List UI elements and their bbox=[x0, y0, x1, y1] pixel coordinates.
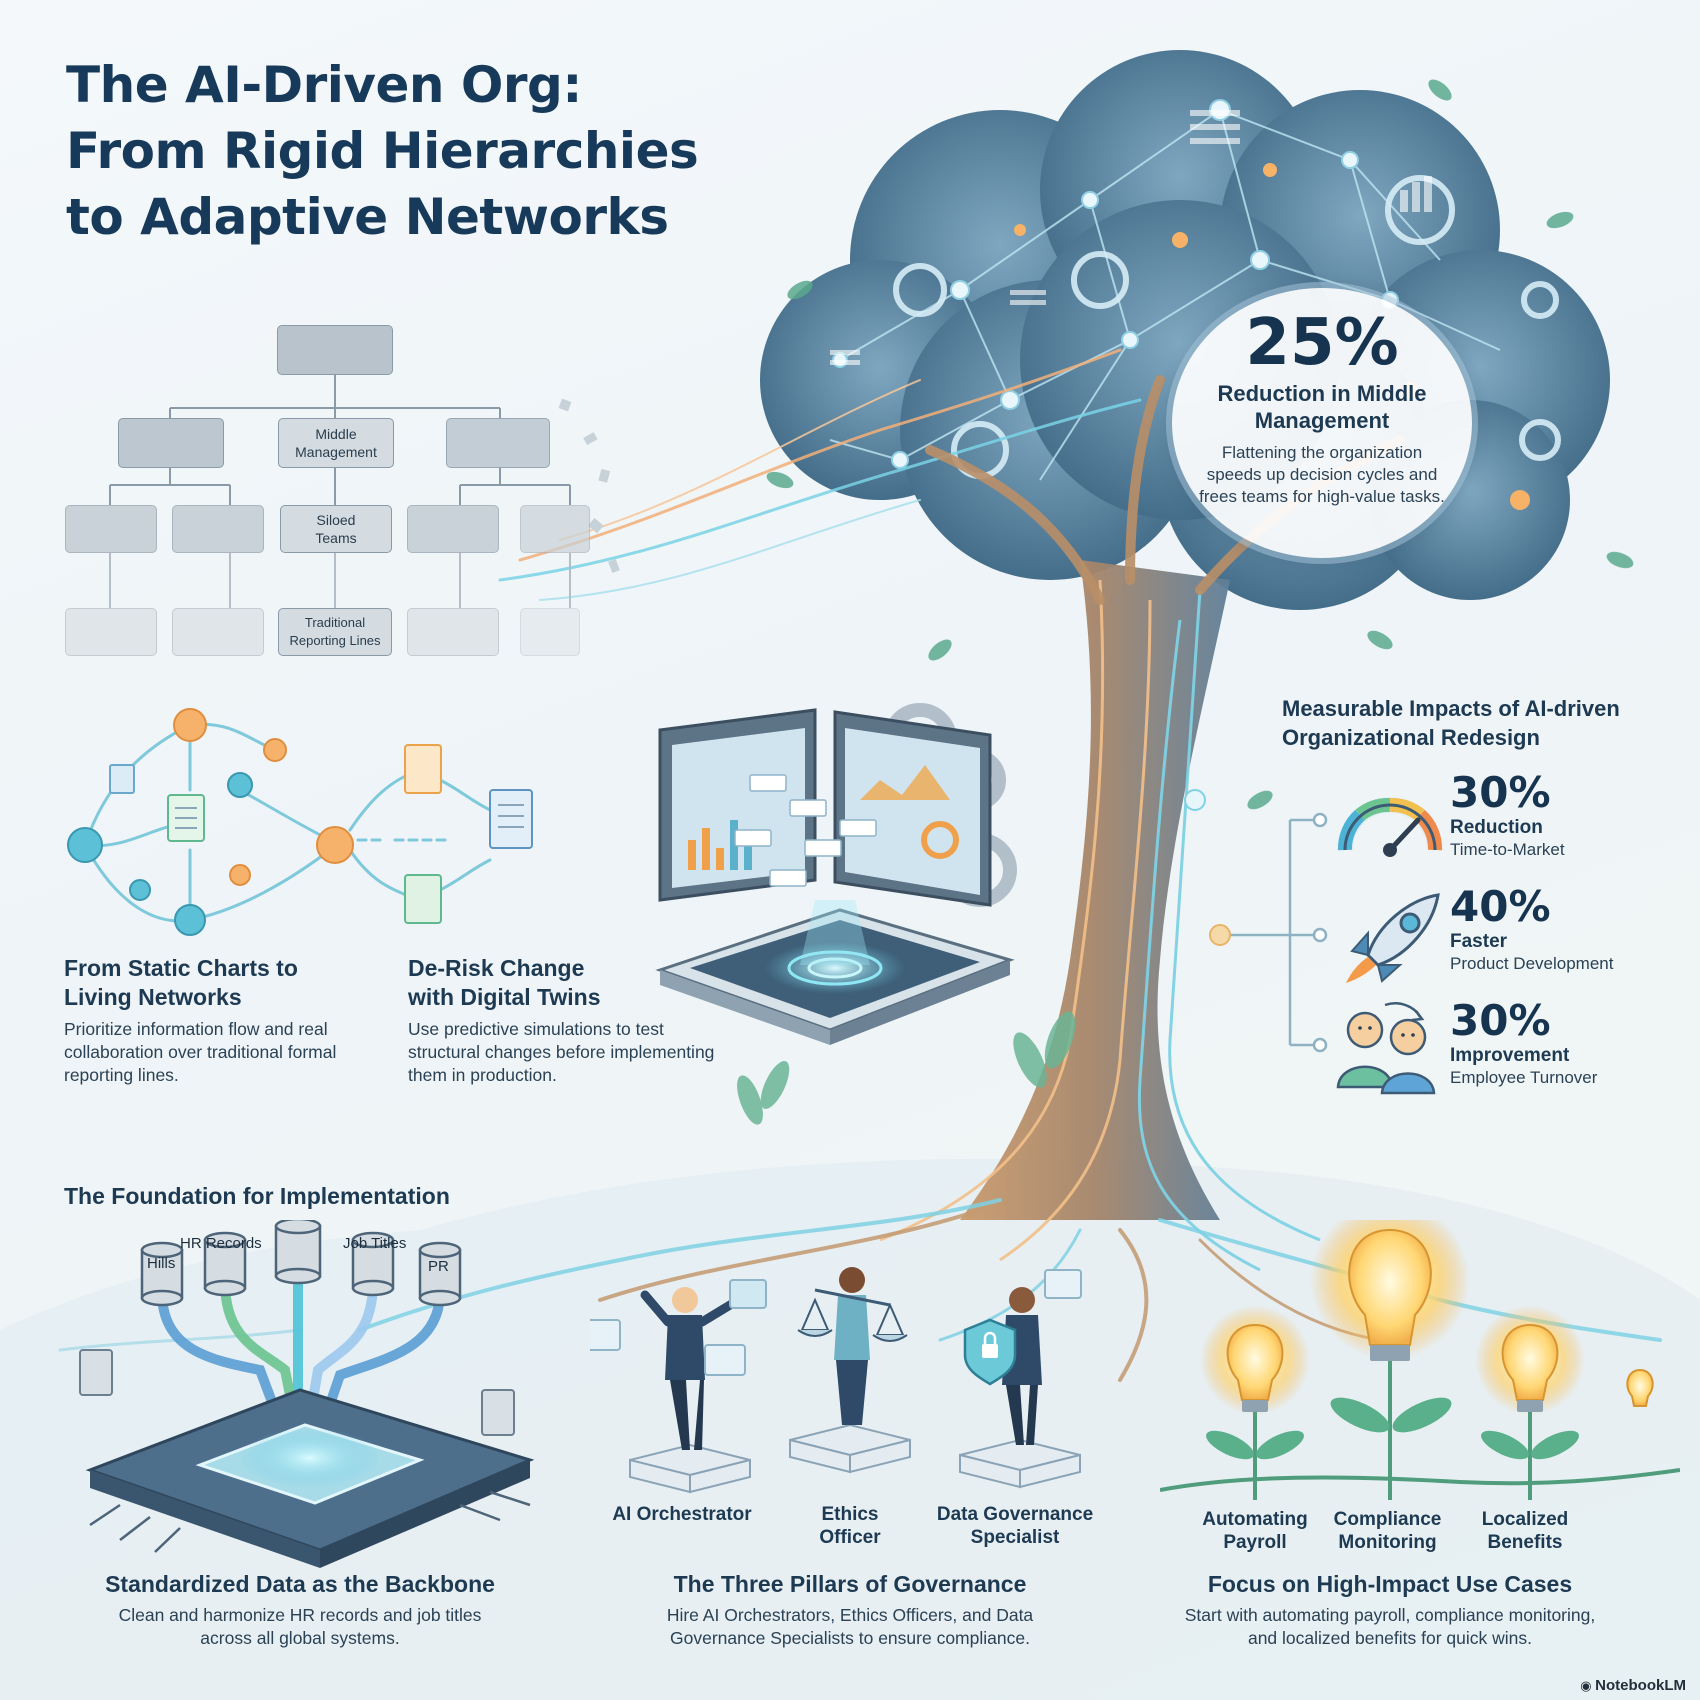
callout-body: Flattening the organization speeds up de… bbox=[1199, 443, 1445, 506]
backbone-section: Standardized Data as the Backbone Clean … bbox=[60, 1570, 540, 1650]
role-data-governance: Data Governance Specialist bbox=[936, 1504, 1094, 1548]
team-box-5 bbox=[520, 505, 590, 553]
use-cases-body: Start with automating payroll, complianc… bbox=[1184, 1605, 1596, 1648]
report-box-2 bbox=[172, 608, 264, 656]
use-case-payroll: Automating Payroll bbox=[1202, 1509, 1308, 1553]
data-backbone-illustration bbox=[79, 1220, 535, 1568]
use-case-compliance: Compliance Monitoring bbox=[1333, 1509, 1442, 1553]
governance-body: Hire AI Orchestrators, Ethics Officers, … bbox=[666, 1605, 1034, 1648]
governance-heading: The Three Pillars of Governance bbox=[673, 1571, 1027, 1597]
role-ethics-officer: Ethics Officer bbox=[819, 1504, 881, 1548]
impact-value-2: 40% bbox=[1450, 882, 1551, 931]
impact-item-1: 30% Reduction Time-to-Market bbox=[1450, 770, 1690, 861]
people-icon bbox=[1336, 1002, 1436, 1095]
governance-section: The Three Pillars of Governance Hire AI … bbox=[620, 1570, 1080, 1650]
impact-label-1: Reduction bbox=[1450, 817, 1543, 838]
callout-heading: Reduction in Middle Management bbox=[1217, 381, 1427, 433]
hierarchy-connectors bbox=[109, 375, 620, 608]
impact-detail-1: Time-to-Market bbox=[1450, 840, 1565, 859]
ethics-officer-figure bbox=[797, 1267, 908, 1425]
logo-icon: ◉ bbox=[1580, 1678, 1596, 1693]
backbone-body: Clean and harmonize HR records and job t… bbox=[118, 1605, 482, 1648]
ai-orchestrator-figure bbox=[590, 1279, 767, 1450]
logo-text: NotebookLM bbox=[1595, 1677, 1686, 1694]
callout-value: 25% bbox=[1245, 306, 1399, 380]
impact-value-3: 30% bbox=[1450, 996, 1551, 1045]
database-icons bbox=[79, 1220, 515, 1436]
living-networks-section: From Static Charts to Living Networks Pr… bbox=[64, 954, 394, 1087]
manager-box-right bbox=[446, 418, 550, 468]
middle-management-label: Middle Management bbox=[295, 426, 377, 460]
impact-label-3: Improvement bbox=[1450, 1045, 1570, 1066]
governance-illustration bbox=[590, 1267, 1082, 1494]
middle-management-callout: 25% Reduction in Middle Management Flatt… bbox=[1172, 288, 1472, 558]
db-label-job-titles: Job Titles bbox=[343, 1235, 407, 1252]
impact-item-2: 40% Faster Product Development bbox=[1450, 884, 1690, 975]
use-case-benefits: Localized Benefits bbox=[1481, 1509, 1569, 1553]
rigid-hierarchy-chart: Middle Management Siloed Teams Tradition… bbox=[0, 0, 620, 700]
db-label-pr: PR bbox=[428, 1258, 449, 1275]
ceo-box bbox=[277, 325, 393, 375]
team-box-2 bbox=[172, 505, 264, 553]
use-cases-heading: Focus on High-Impact Use Cases bbox=[1207, 1571, 1573, 1597]
middle-management-box: Middle Management bbox=[278, 418, 394, 468]
impacts-heading: Measurable Impacts of AI-driven Organiza… bbox=[1282, 696, 1620, 750]
reporting-lines-box: Traditional Reporting Lines bbox=[278, 608, 392, 656]
impact-label-2: Faster bbox=[1450, 931, 1508, 952]
digital-twins-heading: De-Risk Change with Digital Twins bbox=[408, 955, 601, 1010]
siloed-teams-box: Siloed Teams bbox=[280, 505, 392, 553]
speedometer-icon bbox=[1337, 797, 1443, 857]
role-ai-orchestrator: AI Orchestrator bbox=[612, 1504, 752, 1525]
db-label-hills: Hills bbox=[147, 1255, 176, 1272]
notebooklm-logo: ◉ NotebookLM bbox=[1580, 1677, 1686, 1694]
impact-detail-3: Employee Turnover bbox=[1450, 1068, 1598, 1087]
title-line-2: From Rigid Hierarchies bbox=[66, 122, 699, 180]
reporting-lines-label: Traditional Reporting Lines bbox=[289, 615, 381, 648]
use-cases-illustration bbox=[1160, 1220, 1680, 1500]
digital-twin-illustration bbox=[655, 703, 1017, 1045]
backbone-heading: Standardized Data as the Backbone bbox=[105, 1571, 495, 1597]
manager-box-left bbox=[118, 418, 224, 468]
impact-item-3: 30% Improvement Employee Turnover bbox=[1450, 998, 1690, 1089]
team-box-4 bbox=[407, 505, 499, 553]
report-box-5 bbox=[520, 608, 580, 656]
impact-detail-2: Product Development bbox=[1450, 954, 1614, 973]
title-line-3: to Adaptive Networks bbox=[66, 188, 669, 246]
rocket-icon bbox=[1346, 893, 1440, 983]
digital-twins-section: De-Risk Change with Digital Twins Use pr… bbox=[408, 954, 728, 1087]
living-networks-body: Prioritize information flow and real col… bbox=[64, 1019, 337, 1085]
digital-twins-body: Use predictive simulations to test struc… bbox=[408, 1019, 715, 1085]
page-title: The AI-Driven Org: From Rigid Hierarchie… bbox=[66, 52, 826, 250]
foundation-heading: The Foundation for Implementation bbox=[64, 1183, 450, 1209]
data-governance-figure bbox=[963, 1269, 1082, 1445]
team-box-1 bbox=[65, 505, 157, 553]
living-network-illustration bbox=[67, 708, 533, 936]
siloed-teams-label: Siloed Teams bbox=[315, 512, 357, 546]
report-box-1 bbox=[65, 608, 157, 656]
living-networks-heading: From Static Charts to Living Networks bbox=[64, 955, 298, 1010]
db-label-hr-records: HR Records bbox=[180, 1235, 262, 1252]
title-line-1: The AI-Driven Org: bbox=[66, 56, 582, 114]
use-cases-section: Focus on High-Impact Use Cases Start wit… bbox=[1160, 1570, 1620, 1650]
impact-value-1: 30% bbox=[1450, 768, 1551, 817]
report-box-4 bbox=[407, 608, 499, 656]
